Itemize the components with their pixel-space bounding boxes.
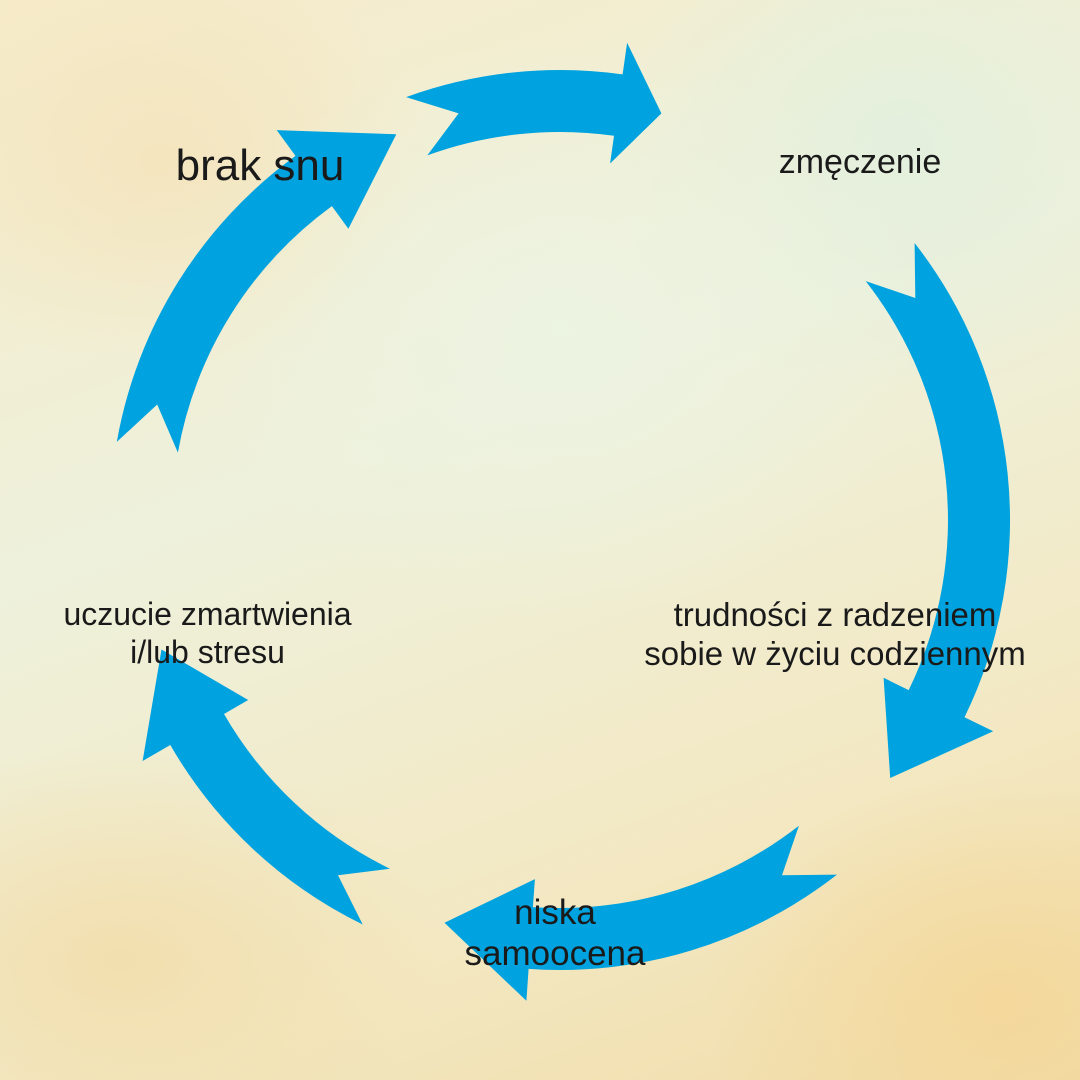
node-brak-snu: brak snu bbox=[170, 140, 350, 192]
node-trudnosci-line-1: trudności z radzeniem bbox=[673, 596, 997, 633]
node-niska-samoocena: niska samoocena bbox=[430, 892, 680, 975]
node-trudnosci-line-2: sobie w życiu codziennym bbox=[644, 634, 1026, 672]
curved-arrow-icon-1 bbox=[406, 42, 662, 164]
curved-arrow-icon-5 bbox=[116, 130, 397, 453]
node-niska-line-2: samoocena bbox=[464, 934, 646, 974]
node-uczucie-line-2: i/lub stresu bbox=[130, 633, 285, 670]
node-trudnosci: trudności z radzeniem sobie w życiu codz… bbox=[600, 596, 1070, 674]
node-uczucie-zmartwienia: uczucie zmartwienia i/lub stresu bbox=[20, 596, 395, 672]
node-uczucie-line-1: uczucie zmartwienia bbox=[63, 596, 352, 632]
node-niska-line-1: niska bbox=[514, 893, 596, 932]
curved-arrow-icon-3 bbox=[444, 825, 837, 1001]
curved-arrow-icon-2 bbox=[865, 243, 1011, 778]
curved-arrow-icon-4 bbox=[142, 649, 390, 925]
node-zmeczenie: zmęczenie bbox=[755, 142, 965, 182]
node-brak-snu-line-1: brak snu bbox=[175, 141, 345, 190]
node-zmeczenie-line-1: zmęczenie bbox=[778, 143, 942, 181]
